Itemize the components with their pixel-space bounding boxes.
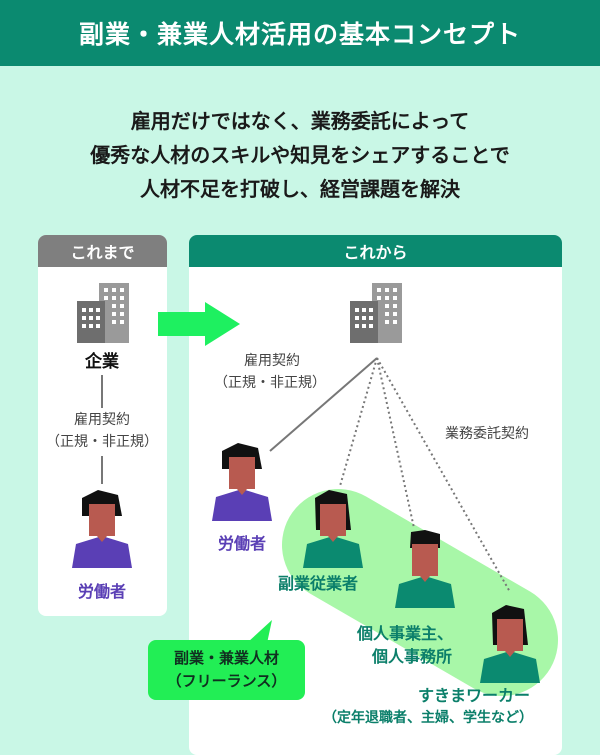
person-icon	[212, 443, 272, 521]
gig-worker-label: すきまワーカー	[417, 686, 531, 705]
company-building-icon	[350, 283, 402, 343]
sole-prop-label: 個人事業主、	[356, 624, 454, 643]
contract-label: 雇用契約	[244, 353, 300, 369]
callout-line: 副業・兼業人材	[173, 649, 279, 667]
gig-worker-note: （定年退職者、主婦、学生など）	[323, 710, 533, 726]
subtitle-line: 人材不足を打破し、経営課題を解決	[140, 177, 460, 201]
subtitle-line: 優秀な人材のスキルや知見をシェアすることで	[90, 143, 510, 167]
employment-line	[269, 357, 378, 452]
company-label: 企業	[85, 352, 119, 372]
page-title: 副業・兼業人材活用の基本コンセプト	[0, 0, 600, 66]
worker-label: 労働者	[217, 534, 267, 553]
contract-type-label: （正規・非正規）	[214, 375, 326, 391]
worker-label: 労働者	[77, 582, 127, 601]
subtitle-line: 雇用だけではなく、業務委託によって	[130, 109, 470, 133]
person-icon	[480, 605, 540, 683]
before-header: これまで	[38, 235, 167, 267]
contract-label: 雇用契約	[74, 412, 130, 428]
freelance-callout: 副業・兼業人材 （フリーランス）	[148, 640, 305, 700]
contract-type-label: （正規・非正規）	[46, 434, 158, 450]
person-icon	[395, 530, 455, 608]
side-job-label: 副業従業者	[277, 574, 359, 593]
sole-office-label: 個人事務所	[371, 647, 453, 666]
callout-line: （フリーランス）	[166, 672, 287, 690]
arrow-right-icon	[158, 302, 240, 346]
after-header: これから	[189, 235, 562, 267]
subtitle: 雇用だけではなく、業務委託によって 優秀な人材のスキルや知見をシェアすることで …	[0, 104, 600, 206]
person-icon	[303, 490, 363, 568]
person-icon	[72, 490, 132, 568]
company-building-icon	[77, 283, 129, 343]
outsourcing-label: 業務委託契約	[445, 426, 529, 442]
outsourcing-lines	[339, 357, 511, 593]
